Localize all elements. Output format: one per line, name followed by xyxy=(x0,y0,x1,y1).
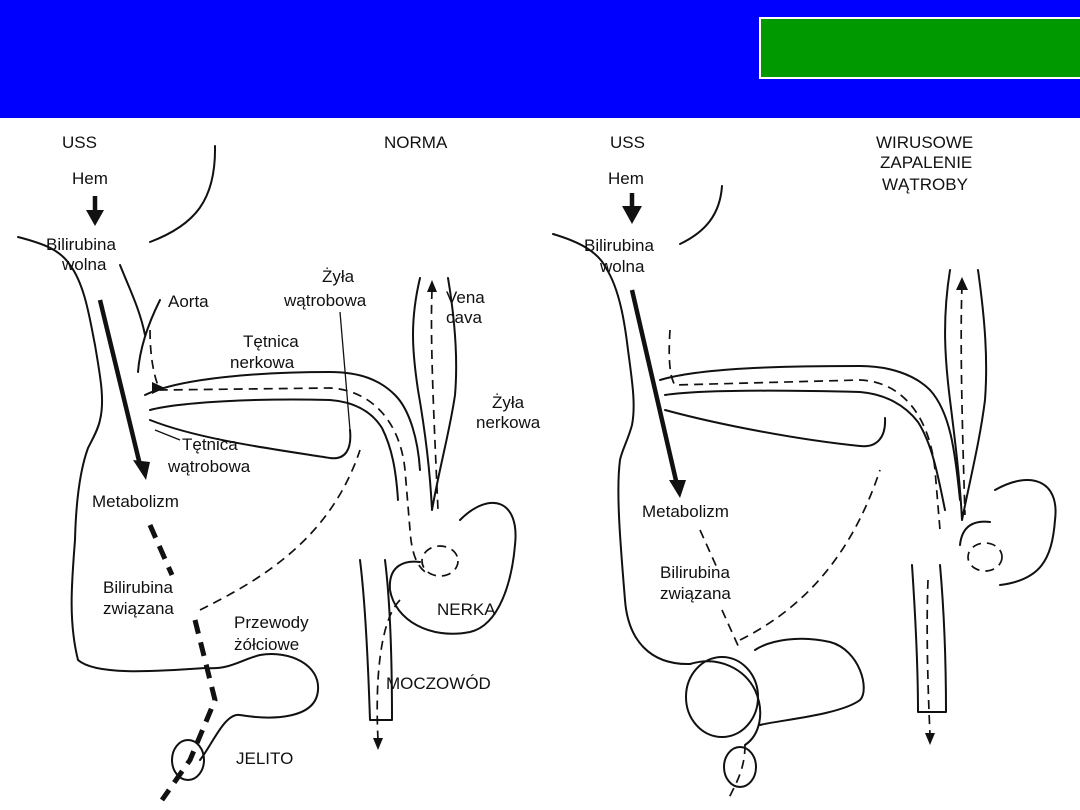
right-bilirubin-free-2: wolna xyxy=(599,257,645,276)
right-cava-arrowhead xyxy=(956,277,968,290)
left-hepatic-artery-pointer xyxy=(154,429,181,441)
left-panel-norma: USS NORMA Hem Bilirubina wolna Aorta Żył… xyxy=(17,133,541,802)
right-condition-line-2: ZAPALENIE xyxy=(880,153,972,172)
left-renal-vein-1: Żyła xyxy=(492,393,525,412)
right-conjugated-flow xyxy=(699,529,741,651)
left-ureter xyxy=(359,559,393,721)
left-bilirubin-free-1: Bilirubina xyxy=(46,235,116,254)
left-aorta-label: Aorta xyxy=(168,292,209,311)
left-hem-arrowhead xyxy=(86,210,104,226)
left-intestine xyxy=(199,653,320,761)
right-bilirubin-bound-1: Bilirubina xyxy=(660,563,730,582)
right-vena-cava xyxy=(944,269,988,521)
right-bilirubin-free-1: Bilirubina xyxy=(584,236,654,255)
right-flow-arrowhead xyxy=(669,480,686,498)
left-hepatic-vein-1: Żyła xyxy=(322,267,355,286)
right-condition-line-1: WIRUSOWE xyxy=(876,133,973,152)
right-hem-arrowhead xyxy=(622,206,642,224)
bilirubin-metabolism-diagram: USS NORMA Hem Bilirubina wolna Aorta Żył… xyxy=(17,133,1057,802)
left-renal-artery-2: nerkowa xyxy=(230,353,295,372)
right-uss-label: USS xyxy=(610,133,645,152)
left-bilirubin-bound-2: związana xyxy=(103,599,174,618)
left-ureter-label: MOCZOWÓD xyxy=(386,674,491,693)
left-blood-flow-dashed xyxy=(149,289,439,741)
left-aorta xyxy=(119,264,161,373)
right-hem-label: Hem xyxy=(608,169,644,188)
left-bile-ducts-2: żółciowe xyxy=(234,635,299,654)
left-hepatic-artery-2: wątrobowa xyxy=(167,457,251,476)
left-liver-outline xyxy=(17,145,217,673)
left-hepatic-vein-pointer xyxy=(339,311,351,431)
left-renal-artery-1: Tętnica xyxy=(243,332,299,351)
left-bilirubin-free-2: wolna xyxy=(61,255,107,274)
right-kidney-glomerulus xyxy=(967,542,1003,572)
left-hem-label: Hem xyxy=(72,169,108,188)
left-kidney xyxy=(388,501,517,635)
left-bilirubin-flow xyxy=(97,299,143,466)
left-vena-cava-2: cava xyxy=(446,308,482,327)
right-ureter xyxy=(911,564,947,713)
left-uss-label: USS xyxy=(62,133,97,152)
left-intestine-label: JELITO xyxy=(236,749,293,768)
left-kidney-glomerulus xyxy=(421,545,459,577)
left-ureter-arrowhead xyxy=(373,738,383,750)
left-renal-artery xyxy=(144,371,421,501)
right-hepatic-artery xyxy=(664,409,887,448)
right-swollen-liver-circle xyxy=(685,656,759,738)
left-kidney-label: NERKA xyxy=(437,600,496,619)
left-condition-label: NORMA xyxy=(384,133,448,152)
left-hepatic-vein-2: wątrobowa xyxy=(283,291,367,310)
right-blood-flow-dashed xyxy=(668,284,966,801)
left-cava-arrowhead xyxy=(427,280,437,292)
right-intestine-end xyxy=(723,746,757,788)
left-bilirubin-bound-1: Bilirubina xyxy=(103,578,173,597)
right-metabolism-label: Metabolizm xyxy=(642,502,729,521)
left-hepatic-artery-1: Tętnica xyxy=(182,435,238,454)
left-intestine-end xyxy=(171,739,205,781)
left-flow-arrowhead xyxy=(133,460,150,480)
right-bilirubin-bound-2: związana xyxy=(660,584,731,603)
right-ureter-arrowhead xyxy=(925,733,935,745)
right-bile-duct xyxy=(689,637,865,746)
left-hepatic-artery xyxy=(149,419,352,460)
left-metabolism-label: Metabolizm xyxy=(92,492,179,511)
left-vena-cava-1: Vena xyxy=(446,288,485,307)
right-renal-artery xyxy=(659,365,961,511)
right-condition-line-3: WĄTROBY xyxy=(882,175,968,194)
left-conjugated-flow xyxy=(147,523,175,577)
right-bilirubin-flow xyxy=(629,289,680,486)
left-bile-ducts-1: Przewody xyxy=(234,613,309,632)
left-renal-vein-2: nerkowa xyxy=(476,413,541,432)
left-vena-cava xyxy=(412,277,458,511)
right-liver-outline xyxy=(552,185,723,666)
left-renal-arrowhead xyxy=(152,382,165,394)
title-accent-box xyxy=(759,17,1080,79)
right-panel-hepatitis: USS WIRUSOWE ZAPALENIE WĄTROBY Hem Bilir… xyxy=(552,133,1057,801)
right-kidney xyxy=(959,479,1057,586)
left-bile-flow xyxy=(159,619,218,802)
